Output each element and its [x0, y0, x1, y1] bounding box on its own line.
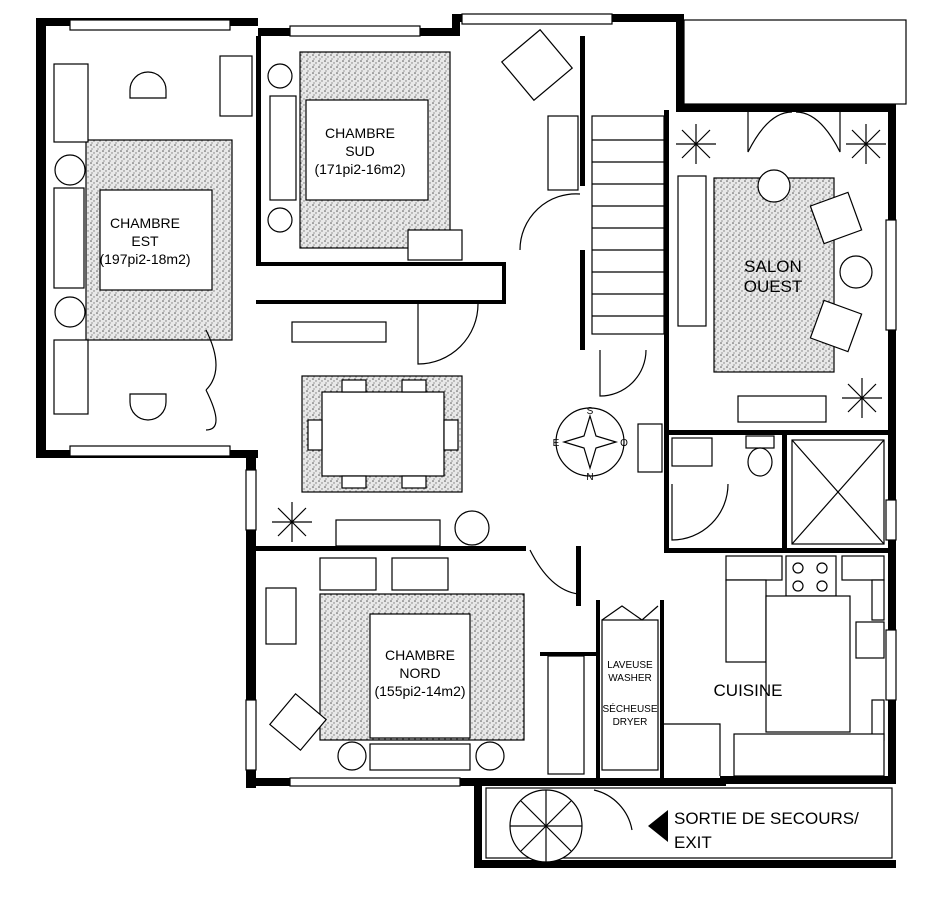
salon-ouest-label-2: OUEST [744, 277, 803, 296]
doors [417, 193, 647, 595]
exit-label-1: SORTIE DE SECOURS/ [674, 809, 859, 828]
bathroom [637, 423, 885, 545]
salon-ouest-label: SALON [744, 257, 802, 276]
chambre-est-area: (197pi2-18m2) [99, 251, 190, 267]
interior-walls [256, 36, 892, 780]
chambre-sud-label-2: SUD [345, 143, 375, 159]
room-chambre-nord: CHAMBRE NORD (155pi2-14m2) [265, 557, 585, 775]
room-salon-ouest: SALON OUEST [677, 111, 873, 423]
compass-north: N [586, 472, 593, 483]
plant-icon [272, 124, 886, 542]
chambre-est-label: CHAMBRE [110, 215, 180, 231]
laundry-label-2: WASHER [608, 673, 652, 684]
stairs [500, 28, 665, 335]
compass-south: S [587, 406, 594, 417]
room-chambre-sud: CHAMBRE SUD (171pi2-16m2) [267, 51, 463, 261]
compass-rose: S N E O [553, 406, 628, 483]
chambre-sud-label: CHAMBRE [325, 125, 395, 141]
chambre-nord-label: CHAMBRE [385, 647, 455, 663]
chambre-nord-area: (155pi2-14m2) [374, 683, 465, 699]
kitchen: CUISINE [664, 555, 885, 777]
chambre-est-label-2: EST [131, 233, 159, 249]
spiral-stair [509, 789, 633, 863]
laundry-label-4: DRYER [613, 717, 648, 728]
laundry-closet: LAVEUSE WASHER SÉCHEUSE DRYER [601, 605, 659, 771]
dining-area [291, 321, 490, 547]
cuisine-label: CUISINE [714, 681, 783, 700]
exit-sign: SORTIE DE SECOURS/ EXIT [648, 809, 859, 852]
chambre-nord-label-2: NORD [399, 665, 440, 681]
laundry-label-1: LAVEUSE [607, 660, 653, 671]
compass-east: E [553, 438, 560, 449]
room-chambre-est: CHAMBRE EST (197pi2-18m2) [53, 55, 253, 431]
exit-arrow-icon [648, 810, 668, 842]
windows [69, 13, 897, 787]
chambre-sud-area: (171pi2-16m2) [314, 161, 405, 177]
exit-label-2: EXIT [674, 833, 712, 852]
laundry-label-3: SÉCHEUSE [602, 702, 657, 715]
compass-west: O [620, 438, 628, 449]
